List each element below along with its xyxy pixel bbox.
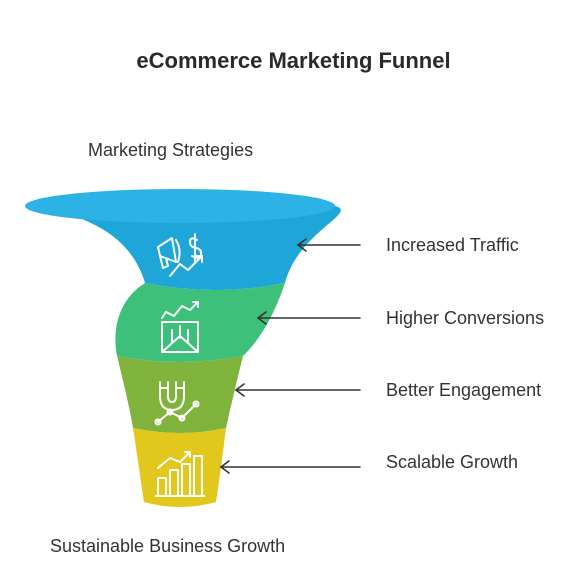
funnel-input-label: Marketing Strategies bbox=[88, 140, 254, 160]
bar-chart-growth-icon bbox=[155, 451, 205, 497]
arrow-scalable-growth bbox=[219, 460, 361, 474]
diagram-title: eCommerce Marketing Funnel bbox=[136, 48, 451, 73]
magnet-icon bbox=[154, 381, 200, 426]
funnel-stage-1 bbox=[25, 189, 341, 290]
stage-label-higher-conversions: Higher Conversions bbox=[386, 308, 545, 328]
megaphone-dollar-trend-icon bbox=[157, 233, 203, 277]
funnel-rim bbox=[25, 189, 335, 223]
funnel-stage-3-shape bbox=[117, 356, 243, 433]
stage-label-scalable-growth: Scalable Growth bbox=[386, 452, 519, 472]
arrow-increased-traffic bbox=[296, 238, 361, 252]
stage-label-increased-traffic: Increased Traffic bbox=[386, 235, 519, 255]
stage-label-better-engagement: Better Engagement bbox=[386, 380, 542, 400]
funnel-stage-2-shape bbox=[115, 283, 285, 362]
funnel-stage-3 bbox=[117, 356, 243, 433]
funnel-output-label: Sustainable Business Growth bbox=[50, 536, 286, 556]
envelope-chart-icon bbox=[161, 301, 199, 353]
arrow-better-engagement bbox=[234, 383, 361, 397]
arrow-higher-conversions bbox=[256, 311, 361, 325]
funnel-stage-2 bbox=[115, 283, 285, 362]
funnel-stage-1-shape bbox=[25, 206, 341, 283]
